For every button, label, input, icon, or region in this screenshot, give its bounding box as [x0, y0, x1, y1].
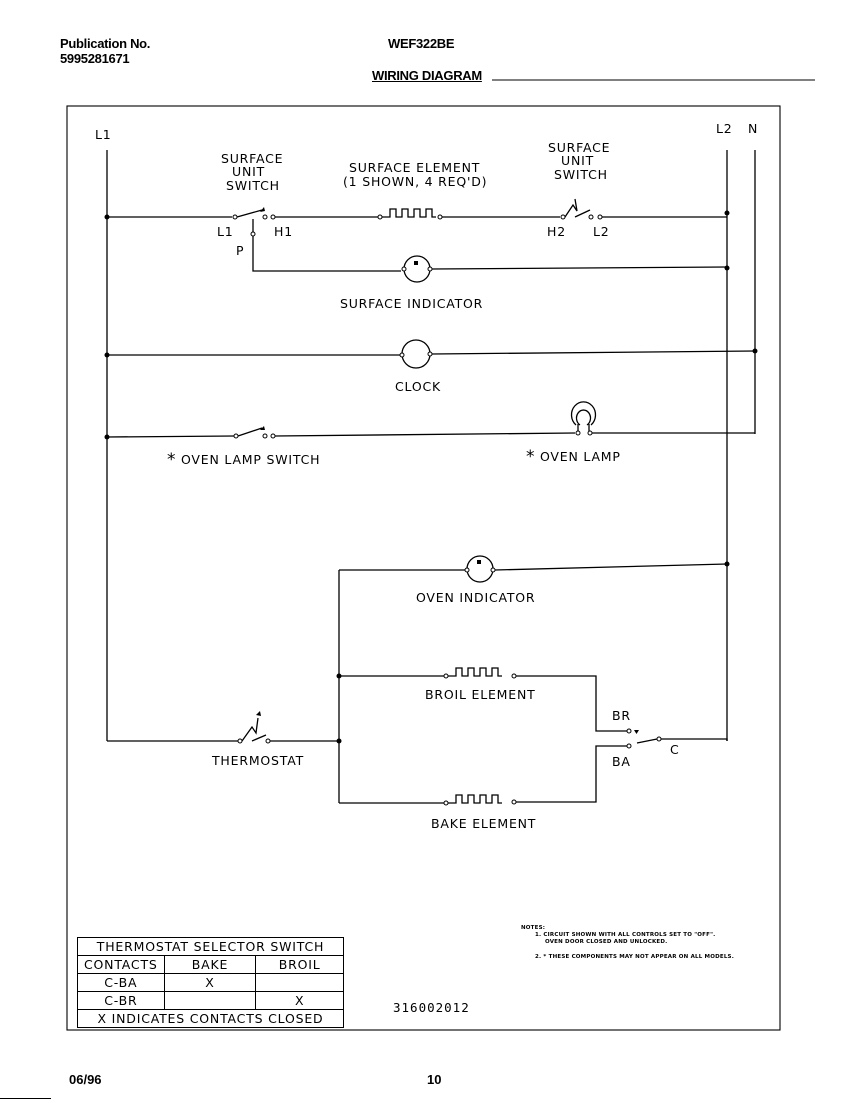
surface-switch-left-line2: UNIT — [232, 164, 265, 179]
document-id: 316002012 — [393, 1000, 470, 1015]
page-title: WIRING DIAGRAM — [372, 68, 482, 83]
terminal-l2: L2 — [593, 224, 610, 239]
surface-unit-switch-right — [560, 198, 603, 220]
table-header-row: CONTACTS BAKE BROIL — [77, 955, 344, 974]
publication-label: Publication No. — [60, 36, 151, 51]
column-header-bake: BAKE — [163, 955, 257, 974]
diagram-frame — [66, 105, 781, 1031]
note-1: 1. CIRCUIT SHOWN WITH ALL CONTROLS SET T… — [535, 932, 716, 938]
terminal-h2: H2 — [547, 224, 566, 239]
surface-element-label: SURFACE ELEMENT — [349, 160, 480, 175]
notes-block: NOTES: 1. CIRCUIT SHOWN WITH ALL CONTROL… — [521, 925, 734, 961]
table-footer-row: X INDICATES CONTACTS CLOSED — [77, 1009, 344, 1028]
oven-lamp-asterisk: * — [526, 447, 535, 467]
oven-lamp-label: OVEN LAMP — [540, 449, 621, 464]
terminal-c: C — [670, 742, 680, 757]
oven-lamp-symbol — [570, 401, 597, 436]
surface-element-symbol — [377, 208, 443, 220]
table-title-row: THERMOSTAT SELECTOR SWITCH — [77, 937, 344, 956]
surface-switch-right-line3: SWITCH — [554, 167, 608, 182]
table-row: C-BA X — [77, 973, 344, 992]
table-cell: C-BA — [77, 973, 165, 992]
broil-element-label: BROIL ELEMENT — [425, 687, 536, 702]
surface-unit-switch-left — [107, 207, 276, 237]
wire-surface-indicator — [252, 236, 401, 272]
page-number: 10 — [427, 1072, 442, 1087]
surface-indicator-lamp — [401, 255, 433, 283]
surface-switch-left-line3: SWITCH — [226, 178, 280, 193]
table-footer: X INDICATES CONTACTS CLOSED — [77, 1009, 344, 1028]
table-cell: C-BR — [77, 991, 165, 1010]
terminal-h1: H1 — [274, 224, 293, 239]
terminal-p: P — [236, 243, 244, 258]
bake-element-label: BAKE ELEMENT — [431, 816, 536, 831]
oven-indicator-label: OVEN INDICATOR — [416, 590, 535, 605]
footer-rule — [0, 1098, 51, 1099]
selector-switch-symbol — [626, 728, 662, 749]
table-title: THERMOSTAT SELECTOR SWITCH — [77, 937, 344, 956]
bake-element-symbol — [443, 794, 517, 806]
surface-element-sublabel: (1 SHOWN, 4 REQ'D) — [343, 174, 487, 189]
neutral-label: N — [748, 121, 758, 136]
l1-label: L1 — [95, 127, 112, 142]
oven-lamp-switch-label: OVEN LAMP SWITCH — [181, 452, 320, 467]
table-cell — [163, 991, 257, 1010]
notes-title: NOTES: — [521, 925, 546, 931]
note-2: 2. * THESE COMPONENTS MAY NOT APPEAR ON … — [535, 954, 734, 960]
terminal-br: BR — [612, 708, 631, 723]
terminal-ba: BA — [612, 754, 631, 769]
table-row: C-BR X — [77, 991, 344, 1010]
surface-switch-right-line2: UNIT — [561, 153, 594, 168]
publication-number: 5995281671 — [60, 51, 130, 66]
oven-indicator-lamp — [464, 555, 496, 583]
surface-switch-left-line1: SURFACE — [221, 151, 283, 166]
oven-lamp-switch-asterisk: * — [167, 450, 176, 470]
note-1-continued: OVEN DOOR CLOSED AND UNLOCKED. — [545, 939, 668, 945]
table-cell: X — [255, 991, 344, 1010]
l2-label: L2 — [716, 121, 733, 136]
surface-indicator-label: SURFACE INDICATOR — [340, 296, 483, 311]
column-header-broil: BROIL — [255, 955, 344, 974]
footer-date: 06/96 — [69, 1072, 102, 1087]
clock-label: CLOCK — [395, 379, 441, 394]
table-cell: X — [163, 973, 257, 992]
thermostat-label: THERMOSTAT — [211, 753, 304, 768]
table-cell — [255, 973, 344, 992]
column-header-contacts: CONTACTS — [77, 955, 165, 974]
broil-element-symbol — [443, 667, 517, 679]
thermostat-selector-table: THERMOSTAT SELECTOR SWITCH CONTACTS BAKE… — [77, 937, 344, 1028]
model-number: WEF322BE — [388, 36, 455, 51]
thermostat-symbol — [237, 711, 271, 744]
surface-switch-right-line1: SURFACE — [548, 140, 610, 155]
clock-symbol — [399, 339, 433, 369]
oven-lamp-switch-symbol — [233, 426, 276, 439]
terminal-l1: L1 — [217, 224, 234, 239]
